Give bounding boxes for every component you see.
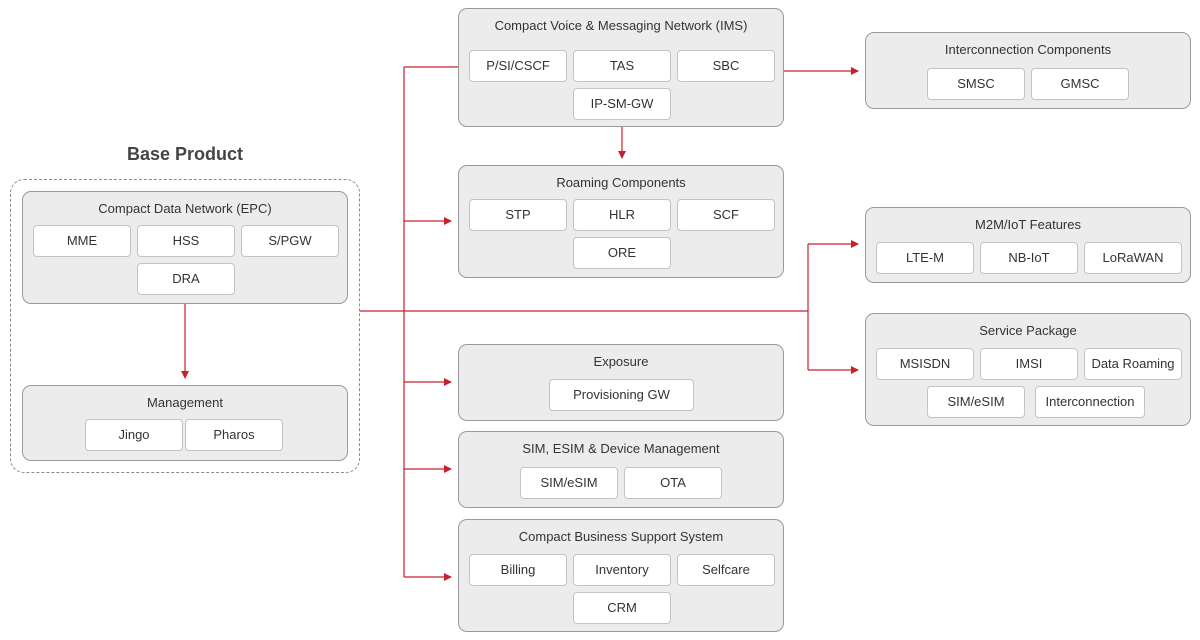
chip-data-roaming: Data Roaming (1084, 348, 1182, 380)
chip-ore: ORE (573, 237, 671, 269)
exposure-group: Exposure Provisioning GW (458, 344, 784, 421)
chip-s-pgw: S/PGW (241, 225, 339, 257)
chip-sim-esim: SIM/eSIM (520, 467, 618, 499)
chip-inventory: Inventory (573, 554, 671, 586)
chip-lte-m: LTE-M (876, 242, 974, 274)
chip-selfcare: Selfcare (677, 554, 775, 586)
chip-hss: HSS (137, 225, 235, 257)
service-package-group: Service Package MSISDN IMSI Data Roaming… (865, 313, 1191, 426)
sim-management-group: SIM, ESIM & Device Management SIM/eSIM O… (458, 431, 784, 508)
base-product-frame (10, 179, 360, 473)
roaming-group: Roaming Components STP HLR SCF ORE (458, 165, 784, 278)
roaming-group-title: Roaming Components (556, 175, 686, 190)
management-group: Management Jingo Pharos (22, 385, 348, 461)
chip-jingo: Jingo (85, 419, 183, 451)
m2m-iot-group: M2M/IoT Features LTE-M NB-IoT LoRaWAN (865, 207, 1191, 283)
interconnection-group: Interconnection Components SMSC GMSC (865, 32, 1191, 109)
chip-interconnection: Interconnection (1035, 386, 1145, 418)
chip-lorawan: LoRaWAN (1084, 242, 1182, 274)
chip-hlr: HLR (573, 199, 671, 231)
chip-ota: OTA (624, 467, 722, 499)
chip-msisdn: MSISDN (876, 348, 974, 380)
epc-group: Compact Data Network (EPC) MME HSS S/PGW… (22, 191, 348, 304)
sim-management-group-title: SIM, ESIM & Device Management (522, 441, 720, 456)
chip-p-si-cscf: P/SI/CSCF (469, 50, 567, 82)
chip-mme: MME (33, 225, 131, 257)
chip-crm: CRM (573, 592, 671, 624)
m2m-iot-group-title: M2M/IoT Features (975, 217, 1081, 232)
chip-pharos: Pharos (185, 419, 283, 451)
chip-provisioning-gw: Provisioning GW (549, 379, 694, 411)
chip-billing: Billing (469, 554, 567, 586)
chip-dra: DRA (137, 263, 235, 295)
chip-sbc: SBC (677, 50, 775, 82)
ims-group: Compact Voice & Messaging Network (IMS) … (458, 8, 784, 127)
chip-stp: STP (469, 199, 567, 231)
management-group-title: Management (147, 395, 223, 410)
chip-gmsc: GMSC (1031, 68, 1129, 100)
bss-group-title: Compact Business Support System (518, 529, 724, 544)
chip-nb-iot: NB-IoT (980, 242, 1078, 274)
chip-imsi: IMSI (980, 348, 1078, 380)
chip-scf: SCF (677, 199, 775, 231)
exposure-group-title: Exposure (593, 354, 649, 369)
chip-tas: TAS (573, 50, 671, 82)
ims-group-title: Compact Voice & Messaging Network (IMS) (494, 18, 748, 33)
chip-service-sim-esim: SIM/eSIM (927, 386, 1025, 418)
interconnection-group-title: Interconnection Components (944, 42, 1112, 57)
chip-smsc: SMSC (927, 68, 1025, 100)
service-package-group-title: Service Package (979, 323, 1077, 338)
epc-group-title: Compact Data Network (EPC) (98, 201, 272, 216)
bss-group: Compact Business Support System Billing … (458, 519, 784, 632)
base-product-title: Base Product (126, 144, 244, 164)
chip-ip-sm-gw: IP-SM-GW (573, 88, 671, 120)
